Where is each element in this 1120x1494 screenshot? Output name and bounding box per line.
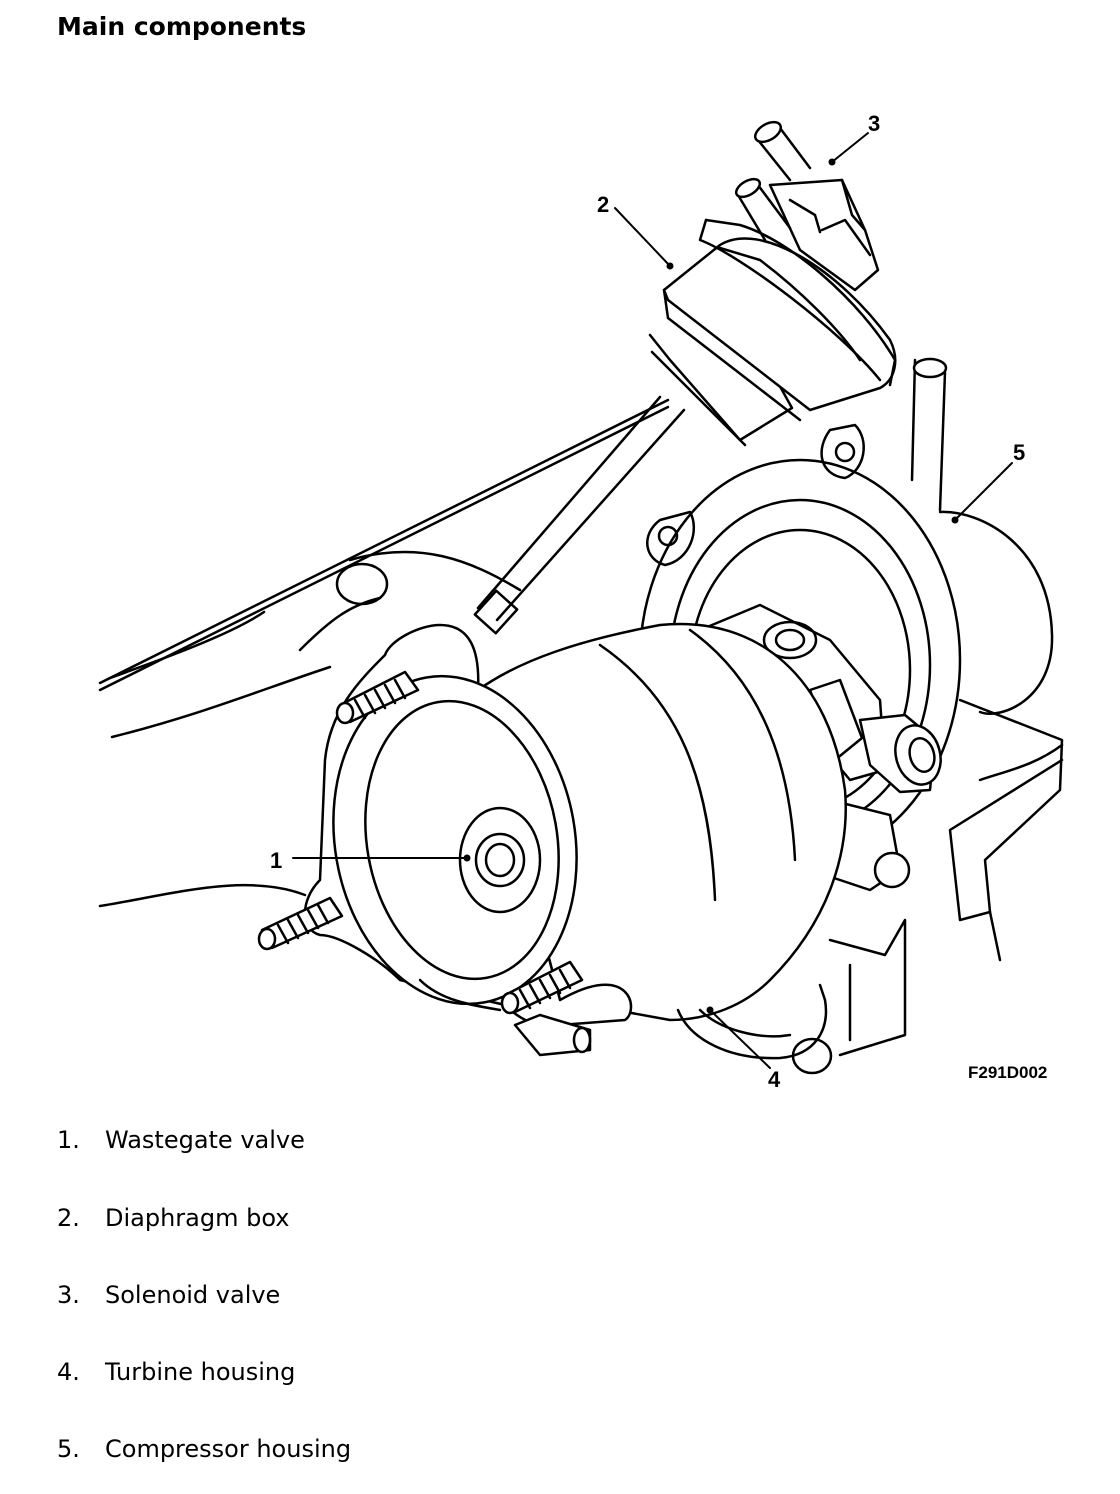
page-title: Main components — [57, 12, 307, 41]
leader-line-5 — [954, 462, 1013, 521]
diaphragm-box — [648, 218, 897, 447]
legend-number: 4. — [57, 1358, 80, 1386]
legend-item: 1. Wastegate valve — [57, 1126, 305, 1154]
stud-left — [257, 896, 344, 951]
legend-number: 5. — [57, 1435, 80, 1463]
leader-line-4 — [709, 1009, 771, 1069]
callout-3: 3 — [868, 111, 880, 136]
legend-label: Diaphragm box — [105, 1204, 290, 1232]
legend-label: Compressor housing — [105, 1435, 352, 1463]
leader-lines — [292, 132, 1013, 1069]
legend-number: 2. — [57, 1204, 80, 1232]
stud-bottom — [500, 960, 584, 1015]
legend-label: Solenoid valve — [105, 1281, 281, 1309]
actuator-rod — [473, 395, 686, 635]
bottom-bolt — [513, 1013, 592, 1057]
legend-item: 2. Diaphragm box — [57, 1204, 290, 1232]
turbine-inlet-flange — [303, 623, 633, 1028]
legend-label: Turbine housing — [105, 1358, 296, 1386]
legend-label: Wastegate valve — [105, 1126, 305, 1154]
solenoid-valve — [734, 120, 880, 292]
legend-number: 1. — [57, 1126, 80, 1154]
leader-line-3 — [831, 132, 869, 163]
stud-top-left — [335, 670, 420, 725]
callout-1: 1 — [270, 848, 282, 873]
exhaust-pipes — [98, 398, 670, 908]
figure-id: F291D002 — [968, 1063, 1047, 1082]
turbocharger-diagram: 1 2 3 4 5 F291D002 — [98, 111, 1064, 1092]
callout-4: 4 — [768, 1067, 781, 1092]
turbine-housing — [476, 622, 847, 1060]
legend-item: 4. Turbine housing — [57, 1358, 295, 1386]
legend-number: 3. — [57, 1281, 80, 1309]
legend-item: 5. Compressor housing — [57, 1435, 351, 1463]
legend-item: 3. Solenoid valve — [57, 1281, 280, 1309]
leader-line-2 — [614, 207, 671, 267]
callout-5: 5 — [1013, 440, 1025, 465]
callout-2: 2 — [597, 192, 609, 217]
